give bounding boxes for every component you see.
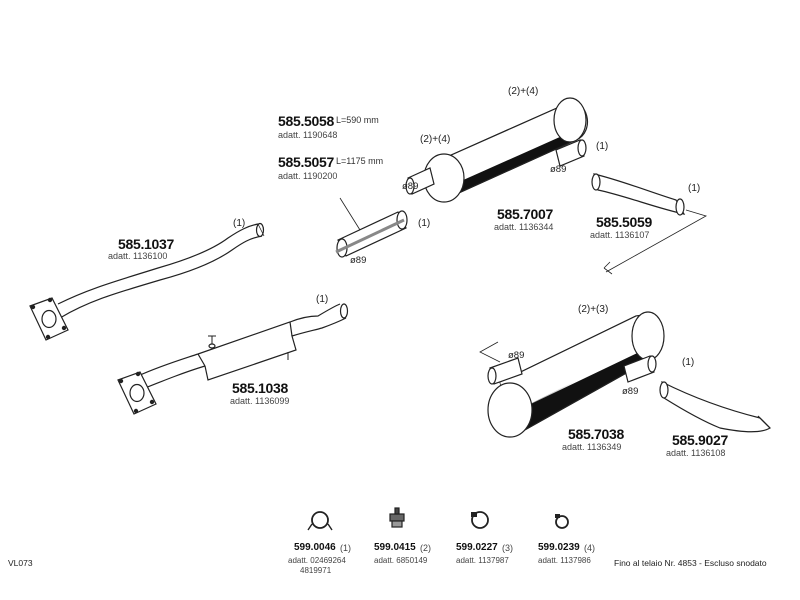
footer-note: Fino al telaio Nr. 4853 - Escluso snodat… (614, 558, 767, 568)
leader-5057 (339, 197, 361, 231)
part-adatt: adatt. 1136344 (494, 222, 554, 232)
diameter-label: ø89 (402, 181, 419, 192)
clamp-number: 599.0415 (374, 542, 416, 553)
part-adatt: adatt. 1136108 (666, 448, 726, 458)
connection-lines (479, 209, 708, 363)
part-adatt: adatt. 1190200 (278, 171, 338, 181)
part-adatt: adatt. 1136107 (590, 230, 650, 240)
clamp-adatt: adatt. 6850149 (374, 556, 428, 565)
clamp-qty: (4) (584, 543, 595, 553)
clamp-adatt: adatt. 1137987 (456, 556, 509, 565)
diameter-label: ø89 (508, 350, 525, 361)
diagram-code: VL073 (8, 558, 33, 568)
diameter-label: ø89 (350, 255, 367, 266)
clamp-icon-2 (389, 507, 405, 528)
pipe-585-1037 (57, 222, 265, 319)
flange-lower (117, 371, 157, 415)
part-adatt: adatt. 1136100 (108, 251, 168, 261)
qty-label: (1) (316, 294, 329, 305)
flange-upper (29, 297, 69, 341)
clamp-qty: (1) (340, 543, 351, 553)
clamp-icon-1 (307, 511, 333, 531)
diameter-label: ø89 (550, 164, 567, 175)
qty-label: (1) (688, 183, 701, 194)
clamp-icon-3 (471, 511, 489, 529)
muffler-585-7038 (487, 311, 665, 438)
clamp-adatt: adatt. 1137986 (538, 556, 591, 565)
diameter-label: ø89 (622, 386, 639, 397)
part-number: 585.9027 (672, 432, 728, 448)
clamp-icon-4 (555, 514, 569, 529)
muffler-585-7007 (405, 97, 589, 203)
part-adatt: adatt. 1136349 (562, 442, 622, 452)
qty-label: (2)+(3) (578, 304, 609, 315)
clamp-qty: (2) (420, 543, 431, 553)
qty-label: (1) (233, 218, 246, 229)
pipe-585-5059 (591, 173, 686, 216)
pipe-585-1038 (137, 303, 349, 391)
part-dimension: L=590 mm (336, 115, 379, 125)
pipe-585-5057 (335, 210, 408, 258)
part-adatt: adatt. 1190648 (278, 130, 338, 140)
clamp-number: 599.0239 (538, 542, 580, 553)
clamp-qty: (3) (502, 543, 513, 553)
part-number: 585.7038 (568, 426, 624, 442)
clamp-adatt-2: 4819971 (300, 566, 332, 575)
qty-label: (2)+(4) (508, 86, 539, 97)
part-number: 585.7007 (497, 206, 553, 222)
part-dimension: L=1175 mm (336, 156, 384, 166)
pipe-585-9027 (659, 380, 771, 433)
clamp-number: 599.0046 (294, 542, 336, 553)
part-number: 585.1037 (118, 236, 174, 252)
clamp-adatt: adatt. 02469264 (288, 556, 346, 565)
qty-label: (1) (682, 357, 695, 368)
qty-label: (2)+(4) (420, 134, 451, 145)
clamp-number: 599.0227 (456, 542, 498, 553)
qty-label: (1) (596, 141, 609, 152)
qty-label: (1) (418, 218, 431, 229)
part-number: 585.5059 (596, 214, 652, 230)
part-number: 585.5058 (278, 113, 334, 129)
part-number: 585.1038 (232, 380, 288, 396)
part-number: 585.5057 (278, 154, 334, 170)
part-adatt: adatt. 1136099 (230, 396, 290, 406)
